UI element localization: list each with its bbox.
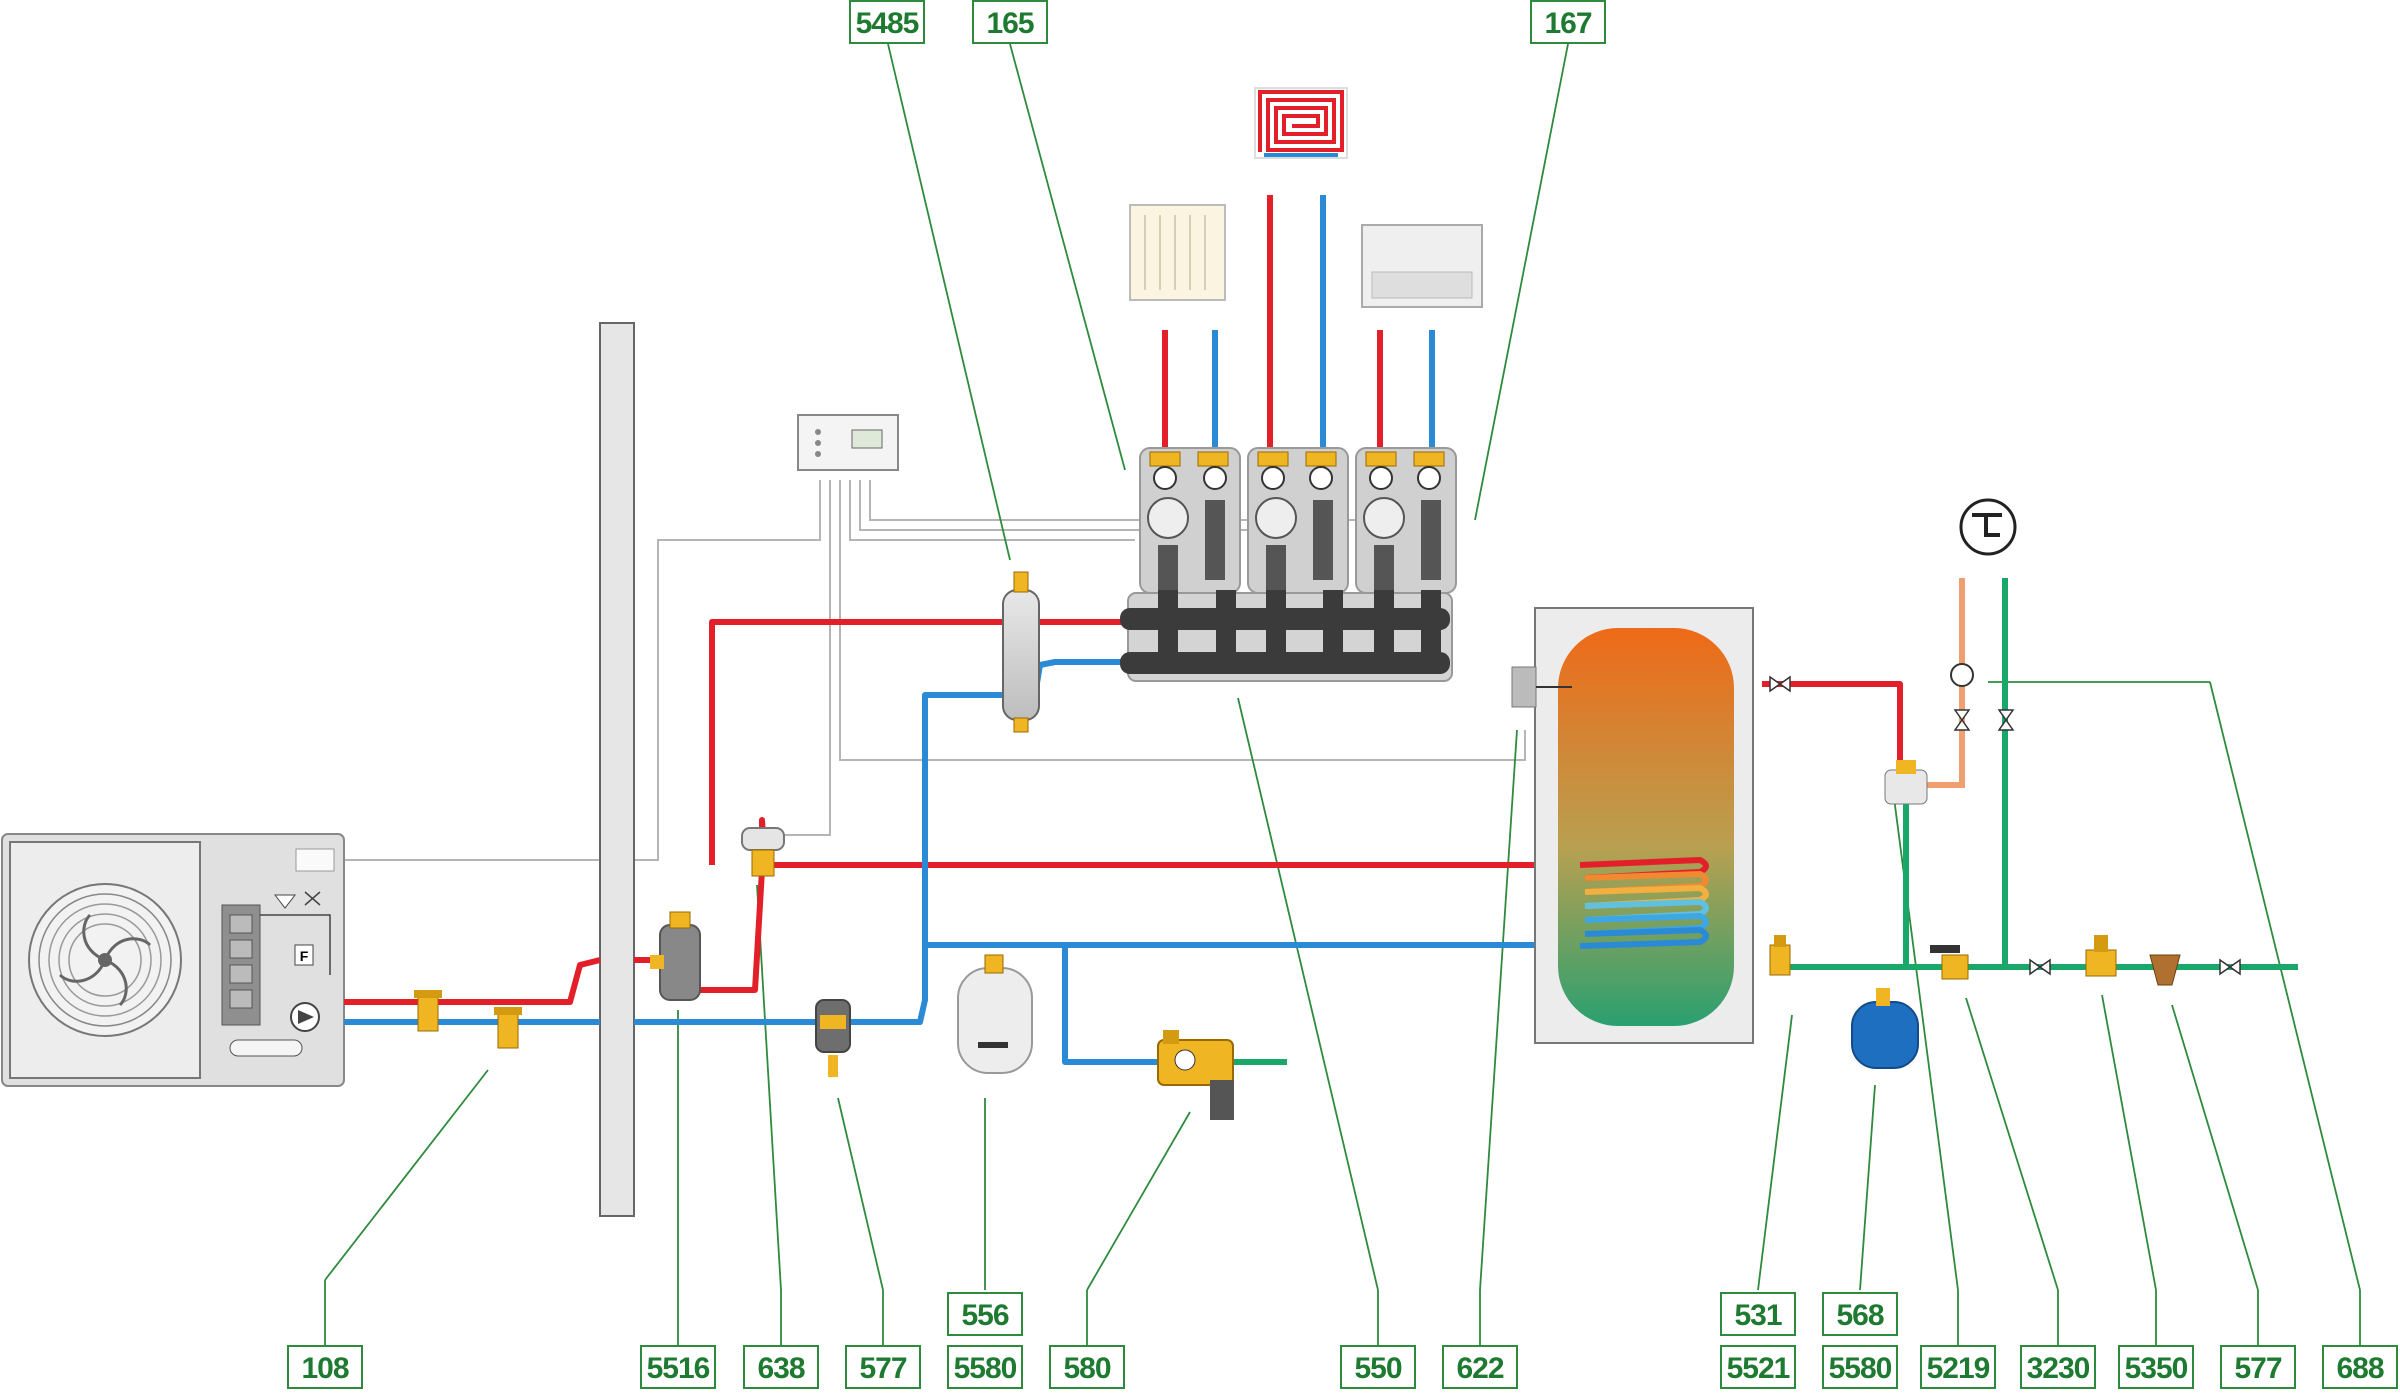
wall [599, 322, 635, 1217]
label-622: 622 [1442, 1345, 1518, 1389]
expansion-vessel-556 [957, 954, 1033, 1074]
heat-pump-unit: F [1, 833, 345, 1087]
expansion-vessel-568 [1851, 988, 1919, 1069]
fan-coil-icon [1361, 224, 1483, 308]
radiator-icon [1129, 204, 1226, 301]
filling-group-580 [1157, 1030, 1234, 1120]
tap-icon [1959, 498, 2017, 556]
label-577-dhw: 577 [2220, 1345, 2296, 1389]
dhw-tank [1511, 607, 1754, 1044]
label-550: 550 [1340, 1345, 1416, 1389]
label-5580-primary: 5580 [947, 1345, 1023, 1389]
label-577-primary: 577 [845, 1345, 921, 1389]
emitter-risers [1162, 195, 1435, 455]
label-556: 556 [947, 1292, 1023, 1336]
pump-groups [1139, 447, 1457, 594]
magnetic-filter-577 [815, 999, 851, 1077]
zone-valve-638 [741, 827, 785, 877]
check-valves [1769, 675, 2241, 976]
dhw-hot-pipe [1913, 578, 1965, 788]
valve-5350 [2085, 935, 2117, 977]
label-568: 568 [1822, 1292, 1898, 1336]
label-580: 580 [1049, 1345, 1125, 1389]
hydraulic-separator [1002, 571, 1040, 733]
leader-lines [324, 43, 2361, 1345]
valve-108a [414, 990, 442, 1032]
cold-pipes [344, 659, 1535, 1065]
label-5485: 5485 [849, 0, 925, 44]
label-5219: 5219 [1920, 1345, 1996, 1389]
thermoregulator [797, 414, 899, 471]
underfloor-icon [1254, 87, 1348, 159]
label-167: 167 [1530, 0, 1606, 44]
manifold [1120, 590, 1453, 682]
label-108: 108 [287, 1345, 363, 1389]
label-638: 638 [743, 1345, 819, 1389]
label-5580-dhw: 5580 [1822, 1345, 1898, 1389]
svg-text:F: F [300, 948, 309, 964]
label-5516: 5516 [640, 1345, 716, 1389]
valve-108b [494, 1007, 522, 1049]
valve-531 [1769, 935, 1791, 976]
label-3230: 3230 [2020, 1345, 2096, 1389]
label-688: 688 [2322, 1345, 2398, 1389]
label-165: 165 [972, 0, 1048, 44]
label-5350: 5350 [2118, 1345, 2194, 1389]
ball-valve-3230 [1930, 945, 1969, 980]
filter-577b [2149, 954, 2181, 986]
label-5521: 5521 [1720, 1345, 1796, 1389]
mixing-valve-5219 [1884, 760, 1928, 805]
thermometer-688 [1950, 663, 1974, 687]
dirt-separator-5516 [650, 911, 701, 1001]
label-531: 531 [1720, 1292, 1796, 1336]
